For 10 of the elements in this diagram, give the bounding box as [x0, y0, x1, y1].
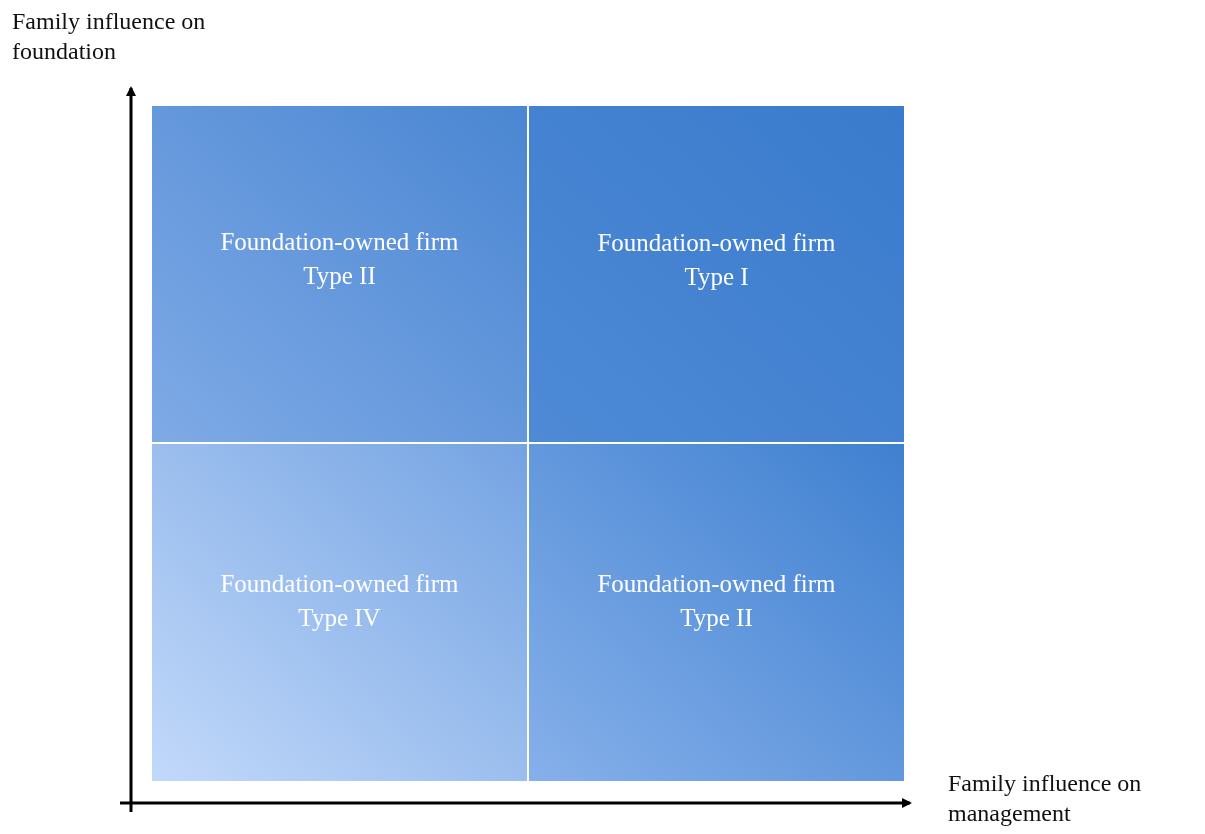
quadrant-box [152, 106, 527, 442]
quadrant-box [152, 444, 527, 781]
quadrant-box [529, 444, 904, 781]
axis-title: Family influence on management [948, 769, 1143, 828]
quadrant-label: Foundation-owned firm Type IV [219, 568, 460, 633]
axis-title: Family influence on foundation [12, 7, 207, 66]
quadrant-box [529, 106, 904, 442]
quadrant-label: Foundation-owned firm Type II [219, 227, 460, 291]
quadrant-label: Foundation-owned firm Type II [596, 568, 837, 633]
quadrant-label: Foundation-owned firm Type I [596, 228, 837, 292]
